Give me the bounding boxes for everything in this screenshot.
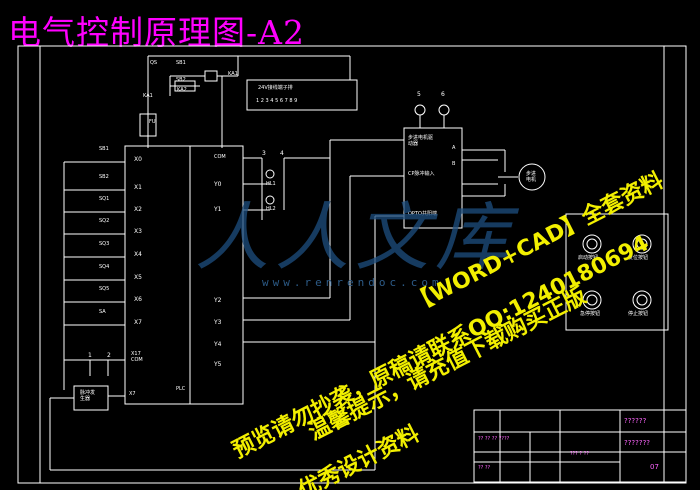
pulse-pin: X7 [129,391,136,397]
driver-b: B [452,161,456,167]
panel-button-label: 急停按钮 [580,311,601,317]
input-label: SA [99,309,106,315]
supply-label: 5 [417,91,421,98]
stepper-motor [518,163,546,191]
input-pin: X0 [134,156,142,163]
top-label: SB1 [176,60,186,66]
x-com-label: X17 COM [131,351,143,363]
title-block-drawing-no: ??????? [624,439,651,447]
lamp-num: 4 [280,150,284,157]
title-block-small: ?? ?? ?? ???? [478,436,510,442]
output-pin: Y5 [214,361,222,368]
top-label: KA1 [228,71,238,77]
input-pin: X1 [134,184,142,191]
motor-label: 步进 电机 [526,171,537,183]
input-label: SB2 [99,174,109,180]
panel-button-label: 启动按钮 [578,255,599,261]
driver-title: 步进电机驱 动器 [408,135,434,147]
terminal-numbers: 1 2 3 4 5 6 7 8 9 [256,98,298,104]
output-pin: Y3 [214,319,222,326]
driver-a: A [452,145,456,151]
power-section [139,55,358,148]
input-pin: X7 [134,319,142,326]
terminal-pin: 1 [88,352,92,359]
terminal-block-label: 24V接线端子排 [258,85,293,91]
input-label: SQ2 [99,218,110,224]
input-pin: X6 [134,296,142,303]
input-pin: X4 [134,251,142,258]
driver-cp: CP脉冲输入 [408,171,435,177]
lamp-label: HL1 [266,181,276,187]
lamp-num: 3 [262,150,266,157]
input-pin: X5 [134,274,142,281]
top-label: KA2 [177,87,187,93]
terminal-block [246,79,358,111]
com-label: COM [214,154,226,160]
title-block [473,409,687,483]
input-label: SQ4 [99,264,110,270]
output-wiring [243,139,404,470]
driver-block [403,104,546,229]
input-pin: X2 [134,206,142,213]
input-label: SQ1 [99,196,110,202]
plc-label: PLC [176,386,186,392]
title-block-small: ?? ?? [478,465,491,471]
terminal-pin: 2 [107,352,111,359]
input-wiring [49,161,375,471]
input-label: SB1 [99,146,109,152]
driver-opto: OPTO共阳端 [408,211,437,217]
pulse-box-label: 脉冲发 生器 [80,390,96,402]
output-pin: Y1 [214,206,222,213]
panel-button-label: 停止按钮 [628,311,649,317]
output-pin: Y4 [214,341,222,348]
lamp-label: HL2 [266,206,276,212]
top-label: SB2 [176,77,186,83]
watermark-logo: 人人文库 [195,195,515,281]
ka1-label: KA1 [143,93,153,99]
output-pin: Y2 [214,297,222,304]
title-block-sheet: 07 [650,463,659,471]
inner-frame [39,45,665,484]
panel-button-label: 复位按钮 [628,255,649,261]
watermark-url: www.renrendoc.com [262,276,443,289]
supply-label: 6 [441,91,445,98]
top-label: QS [150,60,158,66]
input-label: SQ5 [99,286,110,292]
output-pin: Y0 [214,181,222,188]
title-block-small: ??? ? ?? [570,451,590,457]
fuse-label: FU [149,119,156,125]
fuse [139,113,157,137]
input-label: SQ3 [99,241,110,247]
input-pin: X3 [134,228,142,235]
plc-block [124,145,244,405]
title-block-name: ?????? [624,417,647,425]
control-panel [565,213,669,331]
